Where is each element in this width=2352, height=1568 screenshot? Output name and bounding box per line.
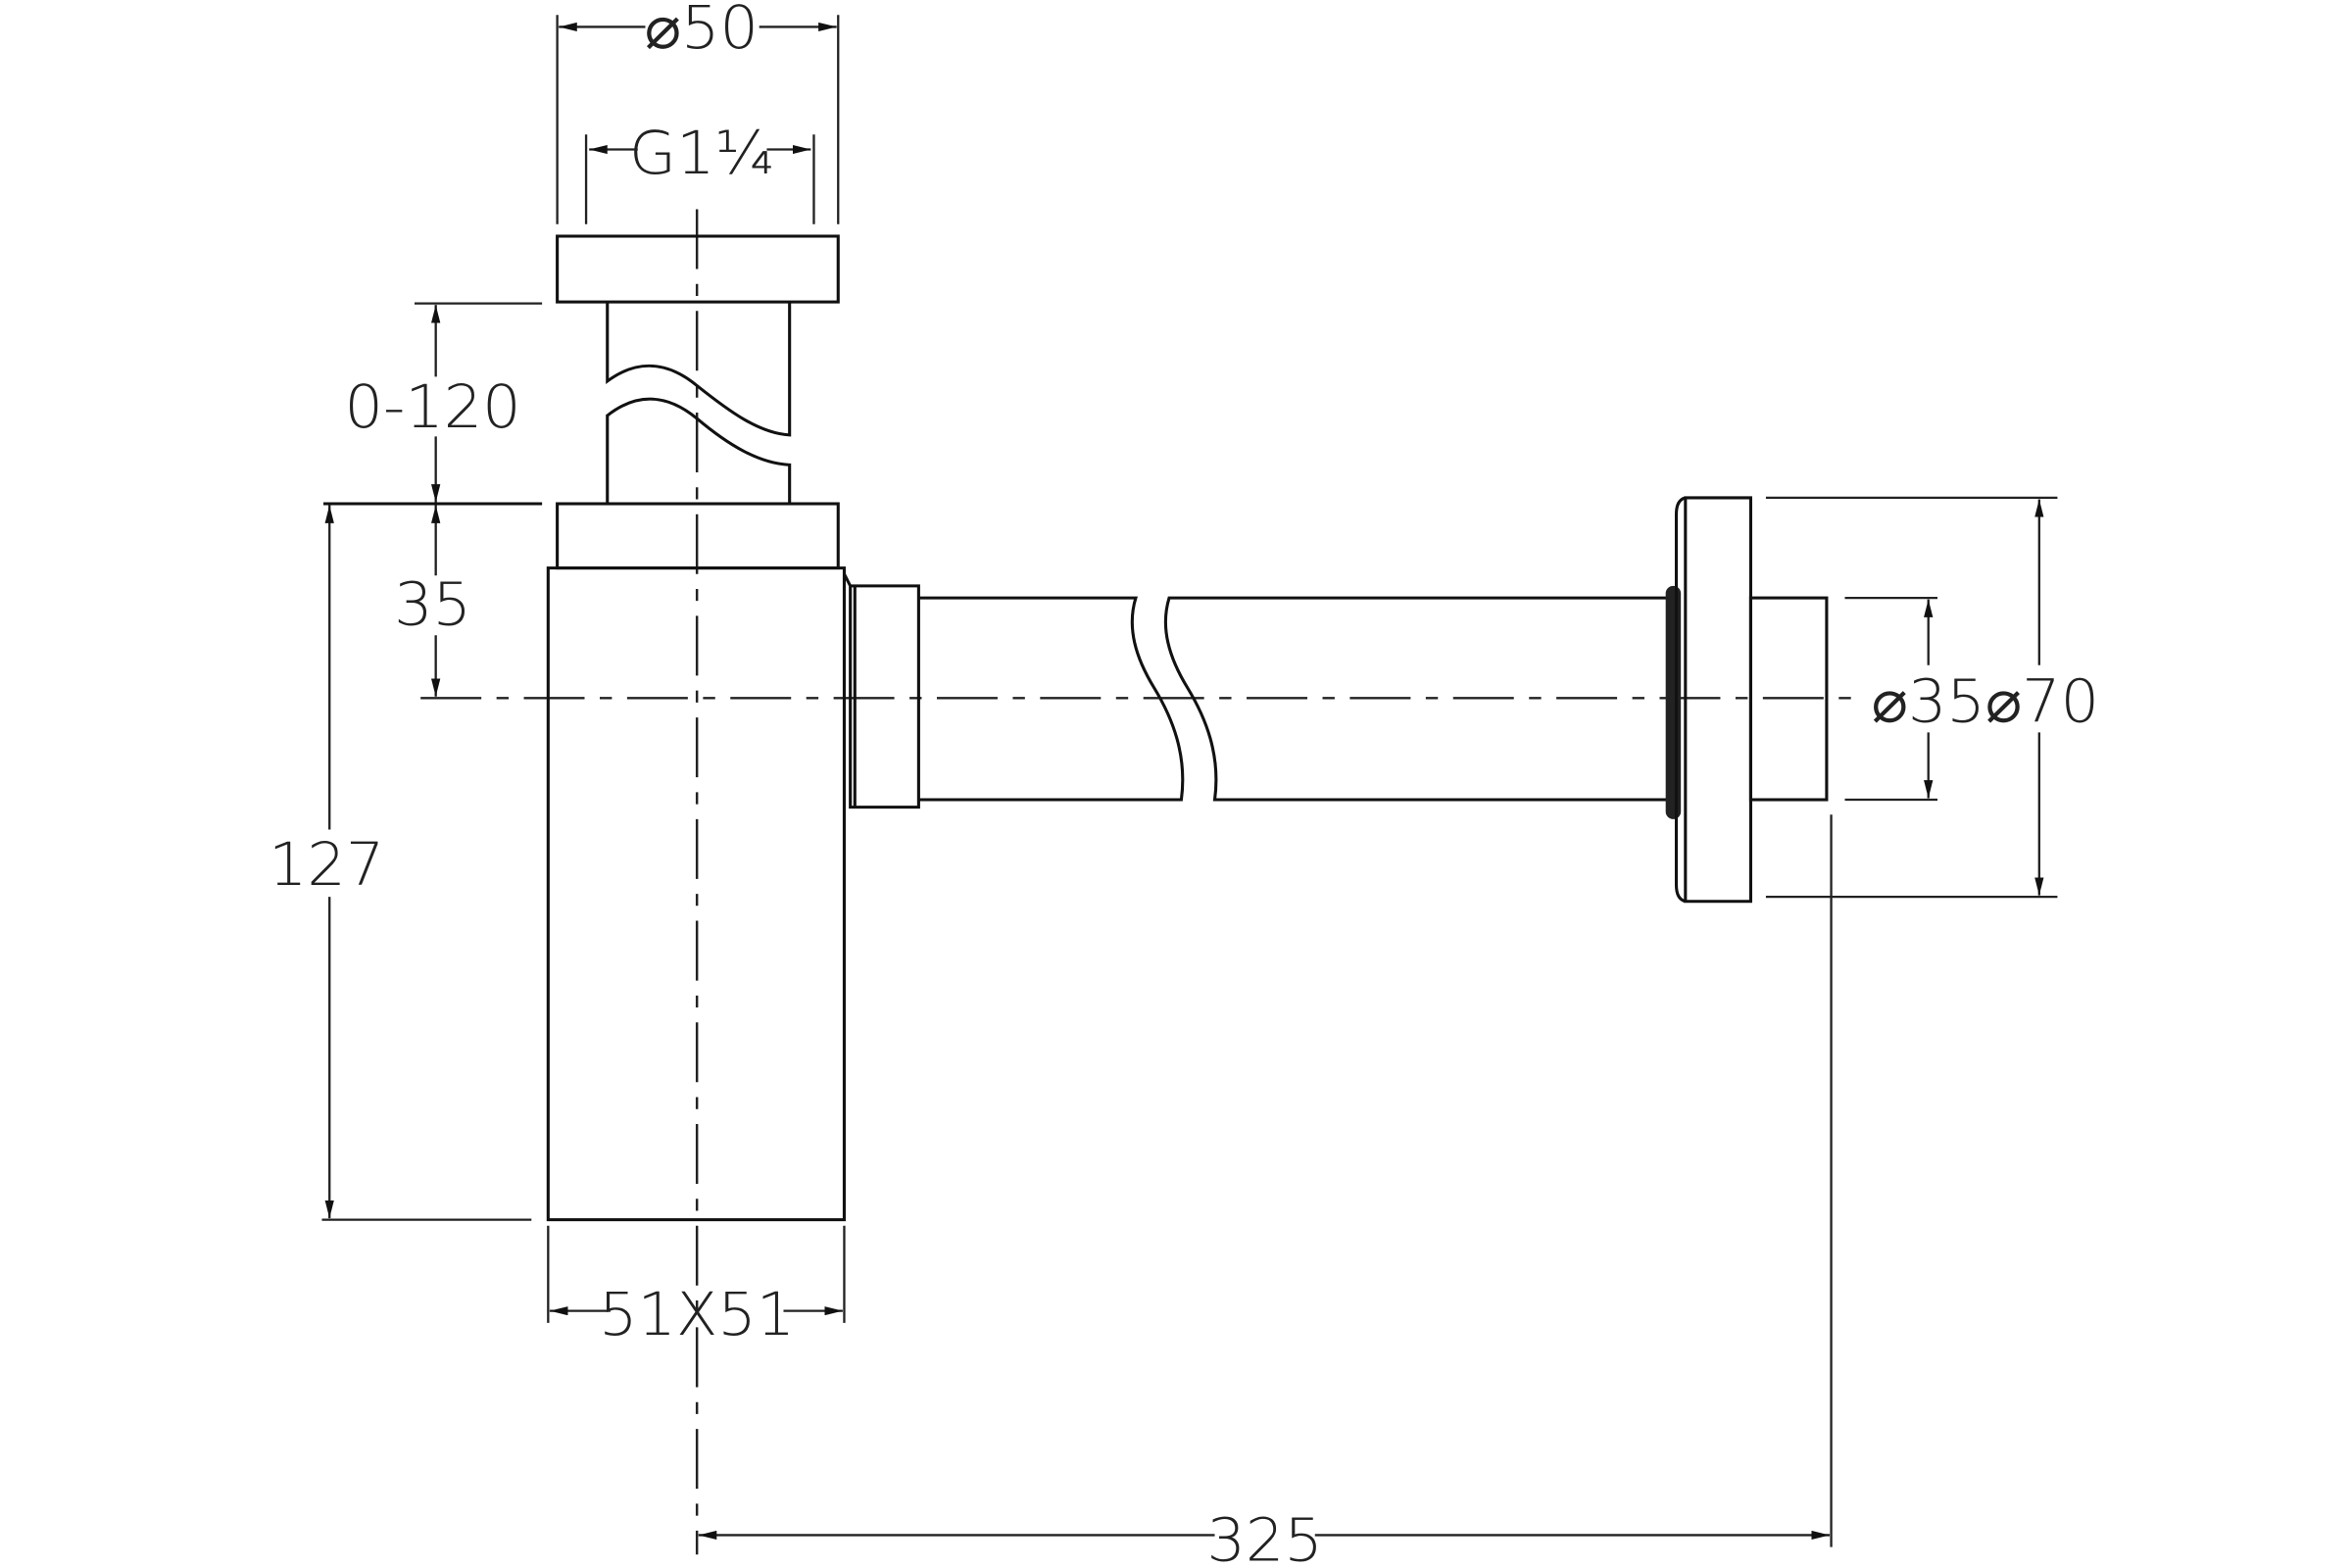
dimension-flange-diameter: ⌀50 [556,0,840,224]
trap-body [546,566,847,1222]
outlet-pipe [918,596,1671,802]
dimension-thread: G1¼ [584,118,815,224]
svg-text:⌀35: ⌀35 [1872,666,1985,736]
svg-text:⌀50: ⌀50 [645,0,759,63]
top-flange [556,234,840,304]
wall-flange [1674,496,1752,904]
svg-text:35: 35 [394,569,471,639]
dimension-body-section: 51X51 [547,1225,846,1349]
svg-text:127: 127 [269,829,384,899]
svg-text:325: 325 [1207,1505,1323,1568]
svg-text:G1¼: G1¼ [629,118,774,187]
dimension-projection: 325 [698,814,1833,1568]
svg-text:0-120: 0-120 [345,372,521,442]
dimension-height: 127 [269,505,532,1221]
dimension-outlet-diameters: ⌀35 ⌀70 [1765,496,2099,899]
svg-text:⌀70: ⌀70 [1985,666,2099,736]
wall-stub [1748,596,1829,802]
dimension-extension: 0-120 [323,302,543,506]
stem [606,302,792,505]
svg-text:51X51: 51X51 [599,1280,795,1349]
dimension-nut-to-center: 35 [394,505,471,697]
gasket [1665,585,1682,819]
outlet-coupling [843,573,920,809]
